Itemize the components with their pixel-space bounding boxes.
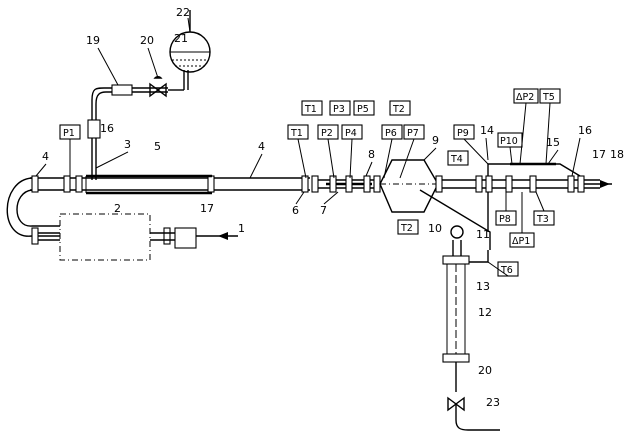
tag-p4: P4 — [345, 128, 357, 139]
label-18: 18 — [610, 148, 624, 161]
leader-lines — [35, 17, 581, 277]
label-20b: 20 — [478, 364, 492, 377]
label-3: 3 — [124, 138, 131, 151]
label-4a: 4 — [42, 150, 49, 163]
main-pipe-right — [380, 175, 612, 193]
label-17a: 17 — [200, 202, 214, 215]
label-4b: 4 — [258, 140, 265, 153]
inlet-arrow — [218, 232, 228, 240]
label-21: 21 — [174, 32, 188, 45]
label-9: 9 — [432, 134, 439, 147]
cooling-line — [87, 70, 189, 180]
instrument-tags: P1 T1 T1 P2 P3 P4 P5 T2 P6 P7 T4 T2 P9 P… — [59, 88, 561, 277]
expansion-vessel-21 — [169, 10, 211, 73]
tag-p3: P3 — [333, 104, 345, 115]
label-5: 5 — [154, 140, 161, 153]
heat-exchanger-5 — [85, 174, 212, 195]
label-6: 6 — [292, 204, 299, 217]
tag-t6: T6 — [500, 265, 513, 276]
tag-t5: T5 — [542, 92, 555, 103]
tag-t4: T4 — [450, 154, 463, 165]
tag-p5: P5 — [357, 104, 369, 115]
main-pipe-mid — [318, 175, 381, 193]
tag-p6: P6 — [385, 128, 397, 139]
tag-dp2: ΔP2 — [516, 92, 534, 103]
tag-p7: P7 — [407, 128, 419, 139]
tag-p8: P8 — [499, 214, 511, 225]
label-16a: 16 — [100, 122, 114, 135]
label-13: 13 — [476, 280, 490, 293]
part-numbers: 1 2 3 4 4 5 6 7 8 9 10 11 12 13 14 15 16… — [42, 6, 624, 409]
label-22: 22 — [176, 6, 190, 19]
tank-2 — [59, 213, 151, 261]
label-11: 11 — [476, 228, 490, 241]
label-12: 12 — [478, 306, 492, 319]
branch-line-10 — [419, 189, 491, 250]
tag-t2b: T2 — [400, 223, 413, 234]
tag-p1: P1 — [63, 128, 75, 139]
label-10: 10 — [428, 222, 442, 235]
label-7: 7 — [320, 204, 327, 217]
label-17b: 17 — [592, 148, 606, 161]
tag-t1a: T1 — [304, 104, 317, 115]
label-16b: 16 — [578, 124, 592, 137]
label-20a: 20 — [140, 34, 154, 47]
tag-p2: P2 — [321, 128, 333, 139]
tag-t1b: T1 — [290, 128, 303, 139]
separator-9 — [379, 159, 439, 213]
main-pipe-left — [30, 177, 310, 191]
tag-t2a: T2 — [392, 104, 405, 115]
column-12 — [442, 225, 500, 431]
label-14: 14 — [480, 124, 494, 137]
tag-p10: P10 — [500, 136, 518, 147]
tag-p9: P9 — [457, 128, 469, 139]
label-15: 15 — [546, 136, 560, 149]
label-1: 1 — [238, 222, 245, 235]
tag-t3: T3 — [536, 214, 549, 225]
label-19: 19 — [86, 34, 100, 47]
label-8: 8 — [368, 148, 375, 161]
label-23: 23 — [486, 396, 500, 409]
pump-17 — [174, 227, 197, 249]
label-2: 2 — [114, 202, 121, 215]
lower-pipe — [38, 232, 238, 241]
tag-dp1: ΔP1 — [512, 236, 530, 247]
